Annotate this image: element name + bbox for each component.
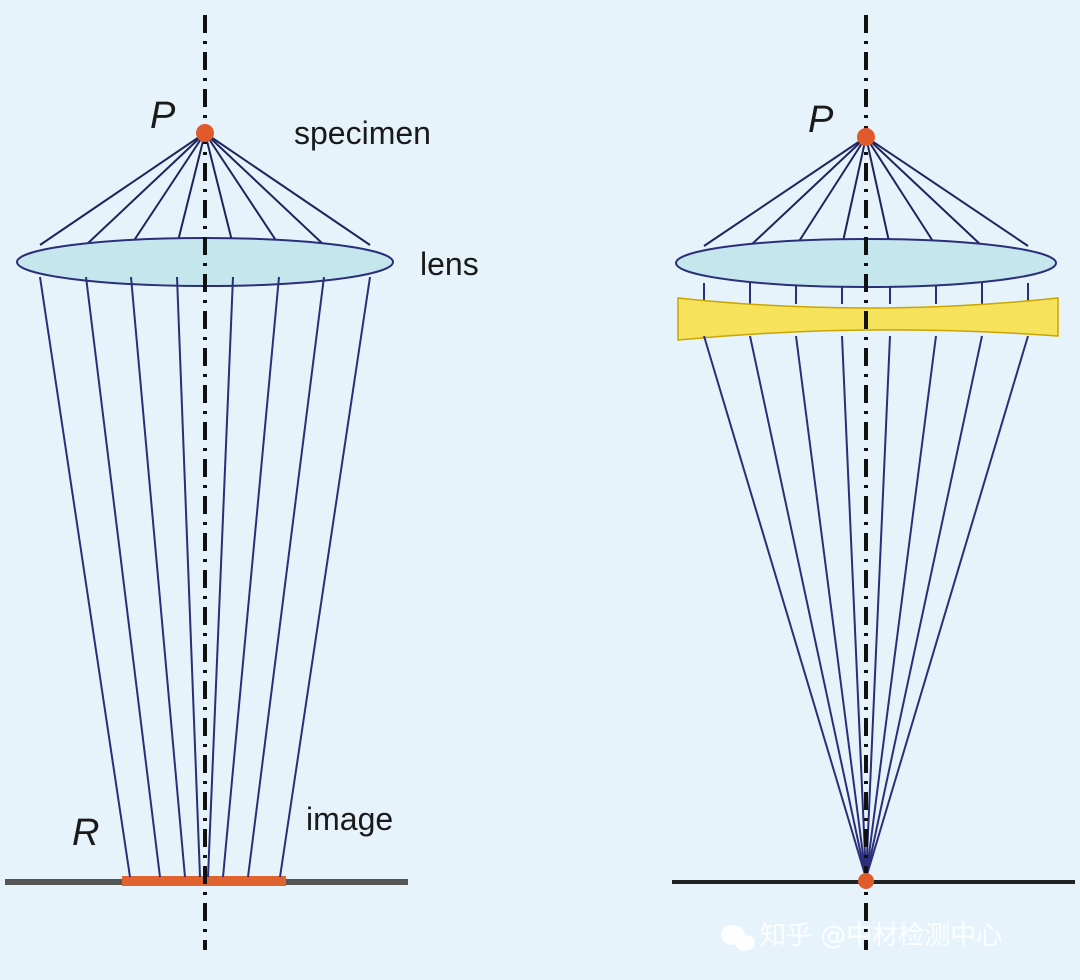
left-rays-specimen-to-lens	[39, 132, 371, 246]
ray-right-lower	[703, 335, 867, 879]
ray-left-lower	[222, 276, 280, 878]
ray-right-lower	[865, 335, 1029, 879]
specimen-point-right	[857, 128, 875, 146]
ray-left-lower	[85, 276, 161, 878]
ray-left-lower	[247, 276, 325, 878]
ray-left-upper	[204, 132, 234, 246]
ray-left-upper	[130, 132, 206, 246]
ray-right-upper	[865, 136, 891, 247]
ray-right-lower	[749, 335, 867, 879]
focus-point-right	[858, 873, 874, 889]
ray-right-upper	[865, 136, 1029, 247]
ray-left-upper	[39, 132, 206, 246]
ray-right-lower	[841, 335, 867, 879]
ray-right-upper	[749, 136, 867, 247]
left-panel: P specimen lens R image	[5, 15, 479, 950]
watermark-text: 知乎 @中材检测中心	[760, 921, 1002, 951]
ray-left-upper	[85, 132, 206, 246]
left-rays-lens-to-image	[39, 276, 371, 878]
watermark: 知乎 @中材检测中心	[721, 921, 1002, 951]
label-specimen: specimen	[294, 115, 431, 151]
right-panel: P	[672, 15, 1075, 950]
ray-right-lower	[865, 335, 937, 879]
ray-right-upper	[865, 136, 937, 247]
label-image: image	[306, 801, 393, 837]
ray-right-lower	[795, 335, 867, 879]
ray-right-upper	[795, 136, 867, 247]
wechat-icon	[721, 925, 755, 951]
ray-left-lower	[207, 276, 234, 878]
right-rays-corrector-to-image	[703, 335, 1029, 879]
ray-left-lower	[39, 276, 131, 878]
ray-left-upper	[204, 132, 325, 246]
ray-right-upper	[841, 136, 867, 247]
label-r: R	[72, 812, 99, 854]
ray-right-upper	[703, 136, 867, 247]
label-lens: lens	[420, 246, 479, 282]
ray-left-lower	[176, 276, 201, 878]
ray-right-upper	[865, 136, 983, 247]
ray-right-lower	[865, 335, 983, 879]
ray-left-lower	[279, 276, 371, 878]
ray-left-upper	[176, 132, 206, 246]
ray-right-lower	[865, 335, 891, 879]
ray-left-upper	[204, 132, 371, 246]
right-rays-specimen-to-lens	[703, 136, 1029, 247]
ray-left-lower	[130, 276, 186, 878]
ray-left-upper	[204, 132, 280, 246]
label-p-right: P	[808, 99, 834, 141]
label-p-left: P	[150, 95, 176, 137]
specimen-point-left	[196, 124, 214, 142]
